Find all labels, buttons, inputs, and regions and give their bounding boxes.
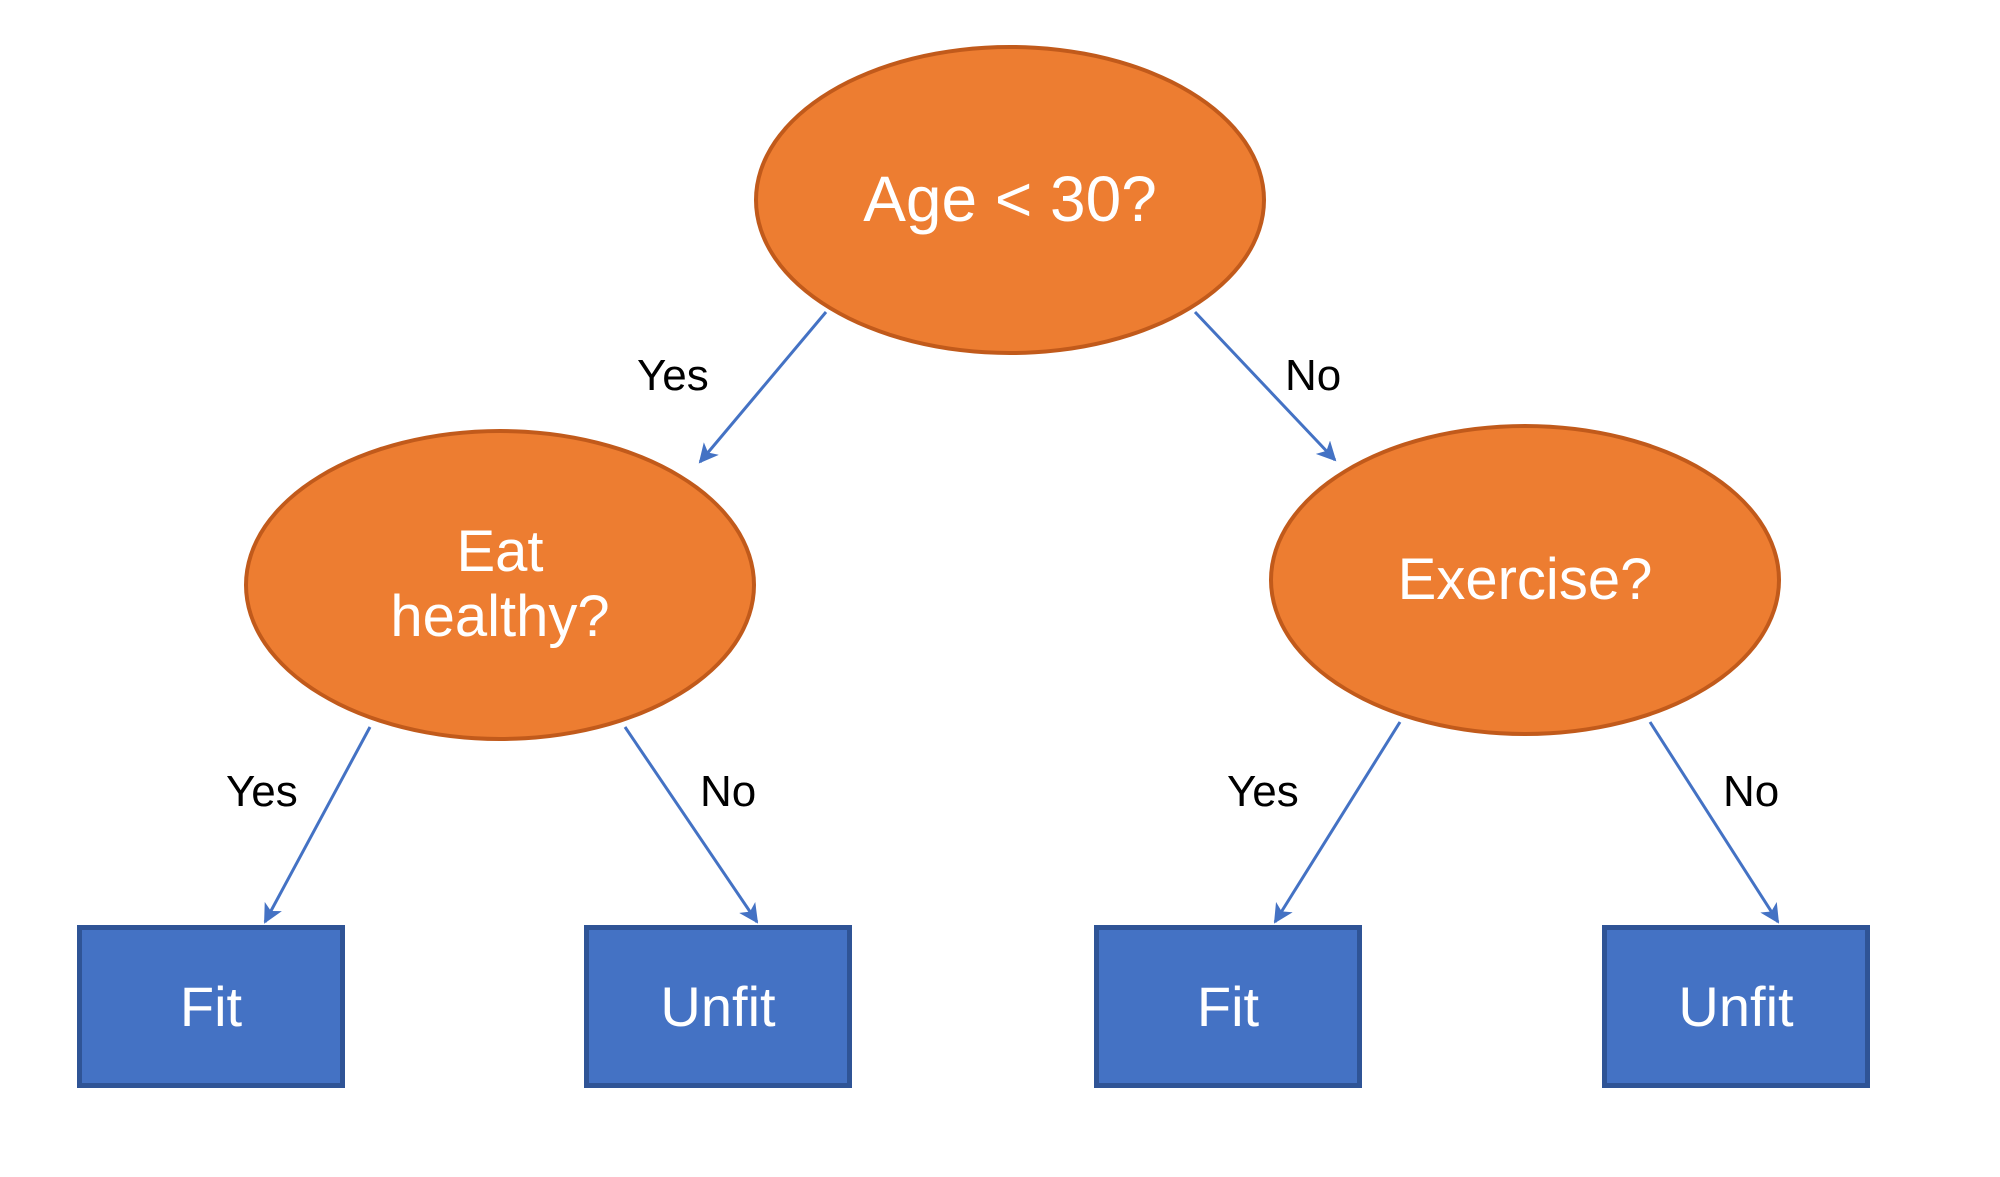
edge-label-eat-healthy-no: No: [700, 767, 757, 816]
leaf-node-label: Unfit: [660, 975, 776, 1038]
decision-node-label: Age < 30?: [863, 163, 1157, 236]
leaf-node-label: Fit: [179, 975, 243, 1038]
edge-line: [698, 311, 828, 464]
edge-label-exercise-yes: Yes: [1227, 767, 1299, 816]
decision-node-eat-healthy[interactable]: Eat healthy?: [244, 429, 756, 741]
decision-node-root[interactable]: Age < 30?: [754, 45, 1266, 355]
edge-line: [263, 726, 372, 924]
edge-label-eat-healthy-yes: Yes: [226, 767, 298, 816]
leaf-node-unfit-left[interactable]: Unfit: [584, 925, 852, 1088]
edge-line: [1648, 721, 1780, 924]
decision-node-label: Exercise?: [1397, 546, 1653, 612]
decision-node-label: Eat healthy?: [390, 519, 610, 649]
leaf-node-fit-right[interactable]: Fit: [1094, 925, 1362, 1088]
leaf-node-label: Fit: [1196, 975, 1260, 1038]
leaf-node-fit-left[interactable]: Fit: [77, 925, 345, 1088]
leaf-node-label: Unfit: [1678, 975, 1794, 1038]
leaf-node-unfit-right[interactable]: Unfit: [1602, 925, 1870, 1088]
edge-line: [1273, 721, 1402, 924]
edge-label-root-yes: Yes: [637, 351, 709, 400]
edge-label-exercise-no: No: [1723, 767, 1780, 816]
decision-node-exercise[interactable]: Exercise?: [1269, 424, 1781, 736]
edge-line: [623, 726, 759, 924]
edge-label-root-no: No: [1285, 351, 1342, 400]
